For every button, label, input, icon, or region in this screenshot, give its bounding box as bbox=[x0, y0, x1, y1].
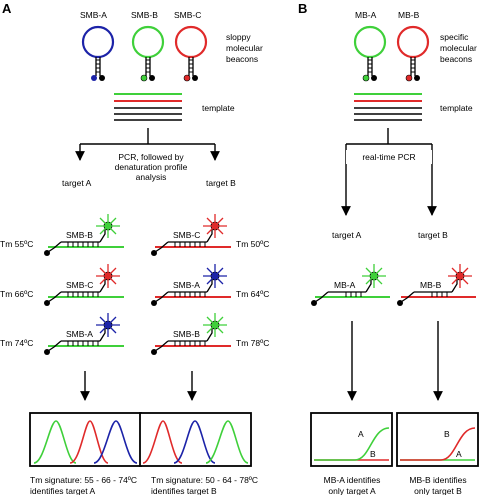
panel-a-result-a: Tm signature: 55 - 66 - 74ºC identifies … bbox=[30, 475, 137, 495]
hybrid-b3: SMB-B Tm 78ºC bbox=[151, 313, 269, 355]
svg-text:SMB-C: SMB-C bbox=[173, 230, 200, 240]
realtime-curve-target-b: B A bbox=[396, 412, 479, 467]
hybrid-a2: Tm 66ºC SMB-C bbox=[0, 264, 124, 306]
svg-text:beacons: beacons bbox=[440, 54, 472, 64]
svg-text:sloppy: sloppy bbox=[226, 32, 251, 42]
panel-b-letter: B bbox=[298, 1, 307, 16]
mb-b-label: MB-B bbox=[398, 10, 420, 20]
panel-b-target-a-label: target A bbox=[332, 230, 362, 240]
panel-b-template-lines bbox=[354, 93, 422, 121]
svg-text:Tm 66ºC: Tm 66ºC bbox=[0, 289, 33, 299]
svg-text:Tm 55ºC: Tm 55ºC bbox=[0, 239, 33, 249]
panel-b-result-a: MB-A identifies only target A bbox=[324, 475, 381, 495]
smb-a-label: SMB-A bbox=[80, 10, 107, 20]
svg-text:B: B bbox=[370, 449, 376, 459]
svg-text:SMB-C: SMB-C bbox=[66, 280, 93, 290]
svg-text:A: A bbox=[456, 449, 462, 459]
panel-a-down-arrows bbox=[80, 371, 197, 401]
svg-text:analysis: analysis bbox=[136, 172, 167, 182]
hybrid-b1: SMB-C Tm 50ºC bbox=[151, 214, 269, 256]
svg-text:MB-A: MB-A bbox=[334, 280, 356, 290]
svg-text:only target A: only target A bbox=[328, 486, 376, 495]
panel-a-letter: A bbox=[2, 1, 12, 16]
svg-text:SMB-B: SMB-B bbox=[173, 329, 200, 339]
svg-text:Tm 50ºC: Tm 50ºC bbox=[236, 239, 269, 249]
panel-a-target-a-label: target A bbox=[62, 178, 92, 188]
mb-a-hybrid: MB-A bbox=[311, 264, 390, 306]
mb-b-hybrid: MB-B bbox=[397, 264, 476, 306]
panel-b-beacon-caption: specific molecular beacons bbox=[440, 32, 477, 64]
svg-text:MB-B: MB-B bbox=[420, 280, 442, 290]
panel-b-split-arrows bbox=[341, 128, 437, 216]
smb-b-label: SMB-B bbox=[131, 10, 158, 20]
melt-profile-target-b bbox=[139, 412, 252, 467]
svg-text:molecular: molecular bbox=[440, 43, 477, 53]
svg-text:PCR, followed by: PCR, followed by bbox=[118, 152, 184, 162]
svg-text:identifies target A: identifies target A bbox=[30, 486, 96, 495]
panel-a-process-label: PCR, followed by denaturation profile an… bbox=[115, 152, 188, 182]
mb-b-beacon bbox=[396, 25, 430, 82]
panel-b-template-label: template bbox=[440, 103, 473, 113]
panel-b-process-label-bg bbox=[346, 150, 432, 164]
svg-text:MB-A identifies: MB-A identifies bbox=[324, 475, 381, 485]
panel-b-process-label: real-time PCR bbox=[362, 152, 415, 162]
panel-b-result-b: MB-B identifies only target B bbox=[409, 475, 466, 495]
svg-text:SMB-A: SMB-A bbox=[173, 280, 200, 290]
panel-a-split-arrows bbox=[75, 128, 220, 161]
mb-a-label: MB-A bbox=[355, 10, 377, 20]
svg-text:B: B bbox=[444, 429, 450, 439]
panel-b-target-b-label: target B bbox=[418, 230, 448, 240]
mb-a-beacon bbox=[353, 25, 387, 82]
panel-a-template-label: template bbox=[202, 103, 235, 113]
svg-text:SMB-B: SMB-B bbox=[66, 230, 93, 240]
hybrid-b2: SMB-A Tm 64ºC bbox=[151, 264, 269, 306]
realtime-curve-target-a: A B bbox=[310, 412, 393, 467]
hybrid-a3: Tm 74ºC SMB-A bbox=[0, 313, 124, 355]
smb-a-beacon bbox=[81, 25, 115, 81]
svg-text:MB-B identifies: MB-B identifies bbox=[409, 475, 466, 485]
svg-text:denaturation profile: denaturation profile bbox=[115, 162, 188, 172]
svg-text:only target B: only target B bbox=[414, 486, 462, 495]
svg-text:specific: specific bbox=[440, 32, 469, 42]
svg-text:molecular: molecular bbox=[226, 43, 263, 53]
svg-text:A: A bbox=[358, 429, 364, 439]
panel-a-target-b-label: target B bbox=[206, 178, 236, 188]
smb-c-label: SMB-C bbox=[174, 10, 201, 20]
smb-c-beacon bbox=[174, 25, 208, 82]
svg-text:Tm signature: 55 - 66 - 74ºC: Tm signature: 55 - 66 - 74ºC bbox=[30, 475, 137, 485]
svg-text:SMB-A: SMB-A bbox=[66, 329, 93, 339]
svg-text:Tm 78ºC: Tm 78ºC bbox=[236, 338, 269, 348]
panel-b-down-arrows bbox=[347, 321, 443, 401]
svg-text:identifies target B: identifies target B bbox=[151, 486, 217, 495]
panel-a-result-b: Tm signature: 50 - 64 - 78ºC identifies … bbox=[151, 475, 258, 495]
melt-profile-target-a bbox=[29, 412, 142, 467]
svg-text:Tm 64ºC: Tm 64ºC bbox=[236, 289, 269, 299]
smb-b-beacon bbox=[131, 25, 165, 82]
svg-text:Tm signature: 50 - 64 - 78ºC: Tm signature: 50 - 64 - 78ºC bbox=[151, 475, 258, 485]
panel-a-template-lines bbox=[114, 93, 182, 121]
svg-text:beacons: beacons bbox=[226, 54, 258, 64]
hybrid-a1: Tm 55ºC SMB-B bbox=[0, 214, 124, 256]
svg-text:Tm 74ºC: Tm 74ºC bbox=[0, 338, 33, 348]
panel-a-beacon-caption: sloppy molecular beacons bbox=[226, 32, 263, 64]
